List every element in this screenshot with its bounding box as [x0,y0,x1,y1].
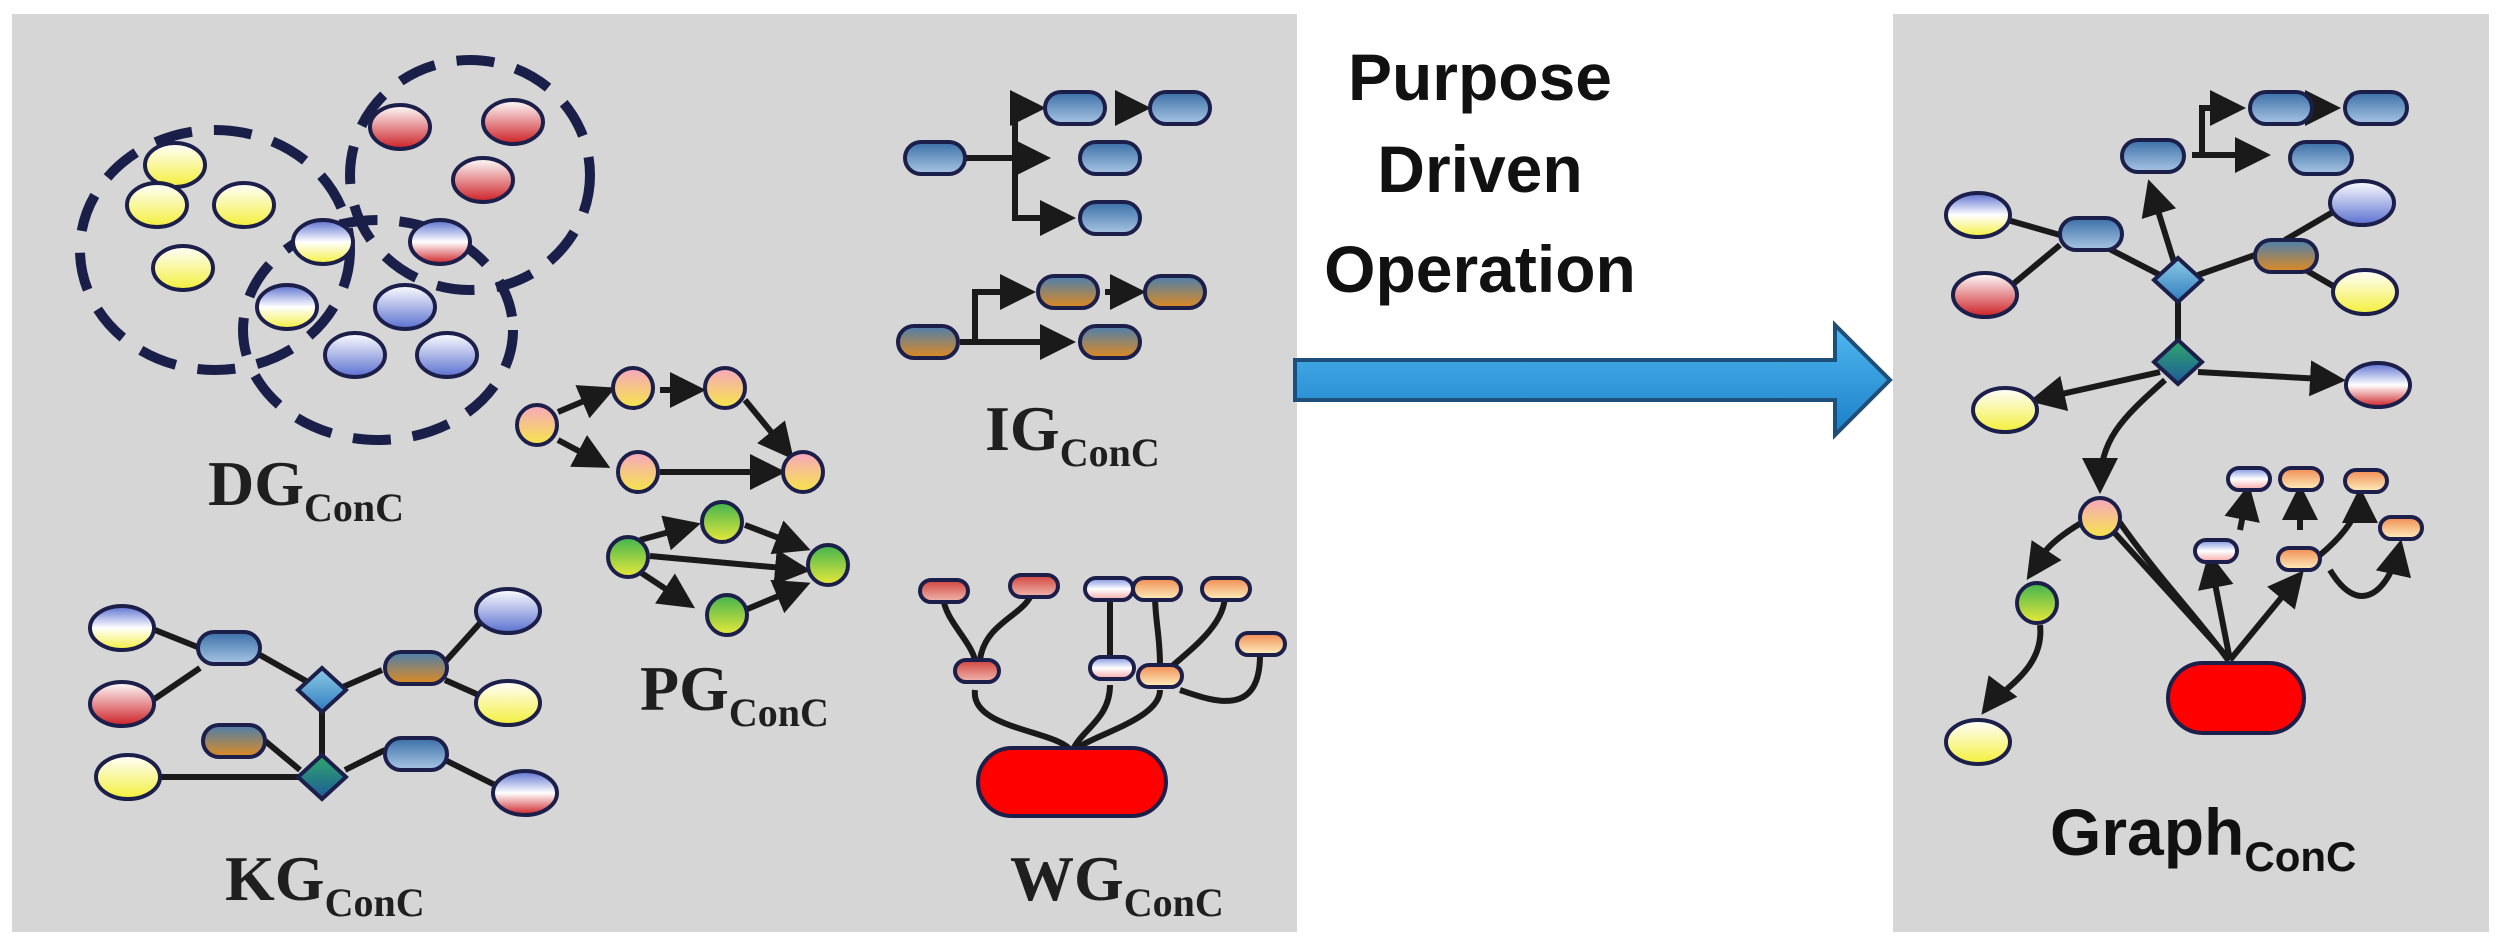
graph-node [2343,468,2389,494]
ig-node [1078,140,1142,176]
dg-cluster-bottom [238,215,518,445]
graph-root [2166,661,2306,735]
pg-node [515,403,559,447]
wg-node [1008,573,1060,599]
ig-label: IGConC [985,393,1160,475]
pg-node [703,366,747,410]
graph-node [2344,361,2412,409]
wg-node [1136,663,1184,689]
graph-node [1971,386,2039,434]
pg-label: PGConC [640,653,829,735]
dg-node [373,283,437,331]
kg-node [383,650,449,686]
dg-node [151,244,215,292]
wg-node [953,658,1001,684]
graph-node [1944,718,2012,766]
graph-node [2378,515,2424,541]
wg-node [918,578,970,604]
wg-node [1235,631,1287,657]
pg-node [705,593,749,637]
graph-node [2253,238,2319,274]
kg-diamond [295,665,349,715]
operation-line1: Purpose [1348,40,1612,114]
dg-node [255,283,319,331]
graph-node [2193,538,2239,564]
wg-label: WGConC [1010,843,1224,925]
ig-node [903,140,967,176]
graph-node [2015,581,2059,625]
kg-node [196,630,262,666]
dg-node [368,103,432,151]
graph-node [2078,496,2122,540]
graph-node [2058,216,2124,252]
kg-node [474,587,542,635]
dg-node [291,218,355,266]
graph-node [2120,138,2186,174]
dg-graph [75,55,595,445]
kg-node [201,723,267,759]
graph-node [2276,546,2322,572]
kg-diamond [295,752,349,802]
wg-graph [918,573,1287,818]
kg-node [474,679,542,727]
pg-node [616,450,660,494]
right-arrow-icon [1293,320,1893,440]
graph-diamond [2151,255,2205,305]
graph-node [2288,140,2354,176]
kg-node [94,753,162,801]
graph-node [2328,179,2396,227]
pg-graph [515,366,850,637]
wg-node [1131,576,1183,602]
pg-node [781,450,825,494]
right-panel [1893,14,2489,932]
pg-node [806,543,850,587]
kg-label: KGConC [225,843,425,925]
graph-node [2278,466,2324,492]
dg-node [415,331,479,379]
dg-node [451,156,515,204]
ig-node [1143,274,1207,310]
ig-node [1036,274,1100,310]
graph-conc [1944,90,2424,766]
ig-graph [896,90,1212,360]
dg-node [323,331,387,379]
dg-node [125,181,189,229]
kg-node [383,736,449,772]
pg-node [700,500,744,544]
ig-node [1148,90,1212,126]
kg-graph [88,587,559,817]
dg-label: DGConC [208,448,404,530]
ig-node [1043,90,1107,126]
wg-node [1083,576,1135,602]
operation-line3: Operation [1324,232,1636,306]
wg-node [1088,655,1136,681]
graph-node [1944,191,2012,239]
graph-node [2248,90,2314,126]
graph-node [2226,466,2272,492]
graph-node [1951,271,2019,319]
pg-node [611,366,655,410]
wg-root [976,746,1168,818]
dg-node [408,218,472,266]
ig-node [896,324,960,360]
ig-node [1078,324,1142,360]
graph-node [2331,268,2399,316]
kg-node [88,680,156,728]
graph-diamond [2151,337,2205,387]
dg-node [481,98,545,146]
ig-node [1078,200,1142,236]
dg-node [143,141,207,189]
pg-node [606,535,650,579]
kg-node [88,604,156,652]
dg-node [212,181,276,229]
dg-cluster-right [345,55,595,295]
kg-node [491,769,559,817]
graph-node [2343,90,2409,126]
graph-label: GraphConC [2050,795,2356,880]
operation-line2: Driven [1377,132,1582,206]
wg-node [1200,576,1252,602]
